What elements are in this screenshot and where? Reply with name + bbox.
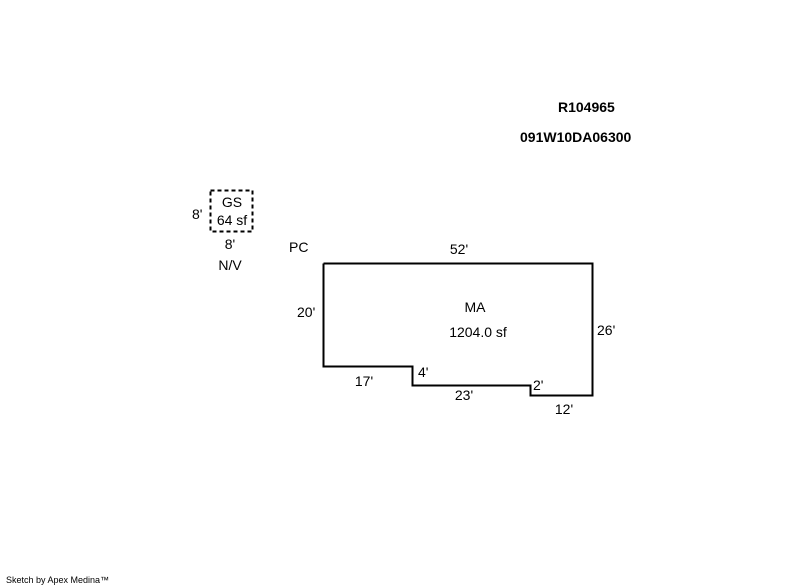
main-step-up-dimension: 4' — [418, 364, 429, 380]
main-bottom-right-dimension: 12' — [554, 401, 574, 417]
main-top-dimension: 52' — [449, 241, 469, 257]
shed-outline — [209, 189, 254, 233]
shed-area-label: 64 sf — [216, 212, 248, 228]
main-right-dimension: 26' — [597, 322, 616, 338]
map-tax-lot: 091W10DA06300 — [520, 129, 632, 145]
shed-bottom-dimension: 8' — [224, 236, 236, 252]
main-left-dimension: 20' — [297, 304, 316, 320]
main-area-size: 1204.0 sf — [449, 324, 507, 340]
sketch-credit: Sketch by Apex Medina™ — [6, 575, 110, 585]
shed-code-label: GS — [221, 194, 243, 210]
main-area-code: MA — [464, 299, 486, 315]
account-id: R104965 — [558, 99, 615, 115]
main-step-down-dimension: 2' — [533, 377, 544, 393]
main-bottom-middle-dimension: 23' — [454, 387, 474, 403]
shed-note: N/V — [218, 257, 242, 273]
corner-label: PC — [289, 239, 309, 255]
main-bottom-left-dimension: 17' — [354, 373, 374, 389]
shed-side-dimension: 8' — [192, 206, 203, 222]
main-area-outline — [322, 262, 594, 397]
